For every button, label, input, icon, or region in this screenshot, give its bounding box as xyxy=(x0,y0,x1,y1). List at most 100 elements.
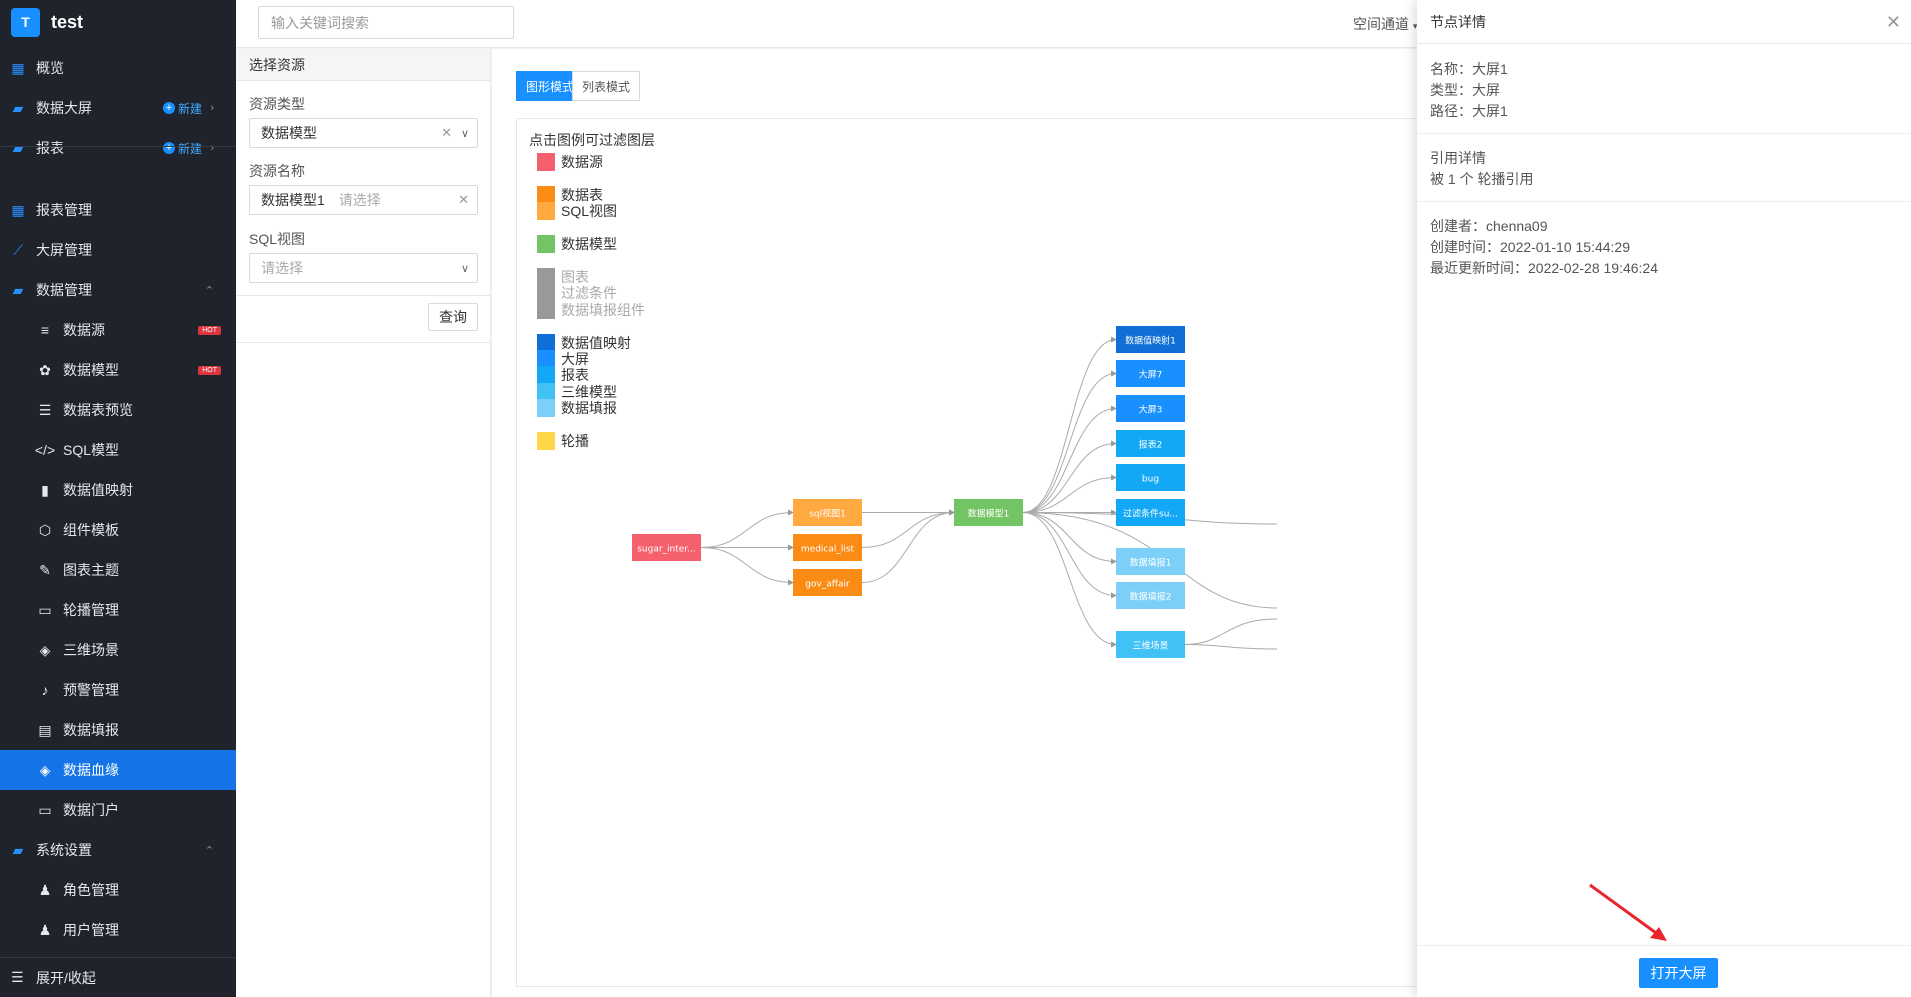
legend-label: 过滤条件 xyxy=(561,285,617,301)
lineage-node[interactable]: bug xyxy=(1116,464,1185,491)
legend-item[interactable]: 数据填报组件 xyxy=(537,301,645,319)
panel-divider xyxy=(236,342,491,343)
sidebar-item-13[interactable]: ▭轮播管理 xyxy=(0,590,236,630)
new-button[interactable]: +新建 xyxy=(162,140,202,157)
lineage-node[interactable]: 数据填报1 xyxy=(1116,548,1185,575)
lineage-node-label: medical_list xyxy=(801,545,855,555)
new-button[interactable]: +新建 xyxy=(162,100,202,117)
sidebar-item-19[interactable]: ▰系统设置⌃ xyxy=(0,830,236,870)
sidebar-item-15[interactable]: ♪预警管理 xyxy=(0,670,236,710)
sidebar-item-label: 数据模型 xyxy=(63,362,119,378)
legend-swatch xyxy=(537,284,555,302)
sidebar-item-label: 预警管理 xyxy=(63,682,119,698)
tab-list-mode[interactable]: 列表模式 xyxy=(572,71,641,101)
lineage-node[interactable]: 大屏3 xyxy=(1116,395,1185,422)
collapse-toggle[interactable]: ☰ 展开/收起 xyxy=(0,957,236,997)
users-icon: ♟ xyxy=(38,881,52,898)
legend-label: 数据填报组件 xyxy=(561,302,645,318)
annotation-arrow xyxy=(1589,883,1667,941)
legend-item[interactable]: SQL视图 xyxy=(537,202,617,220)
legend-title: 点击图例可过滤图层 xyxy=(529,132,655,148)
lineage-node-label: 数据模型1 xyxy=(968,508,1010,520)
sidebar-item-14[interactable]: ◈三维场景 xyxy=(0,630,236,670)
clear-icon[interactable]: ✕ xyxy=(458,192,469,207)
legend-item[interactable]: 数据源 xyxy=(537,153,603,171)
sidebar-item-0[interactable]: ▦概览 xyxy=(0,48,236,88)
sidebar-item-label: 报表管理 xyxy=(36,202,92,218)
sidebar-item-5[interactable]: ▰数据管理⌃ xyxy=(0,270,236,310)
lineage-node[interactable]: 报表2 xyxy=(1116,430,1185,457)
collapse-label: 展开/收起 xyxy=(36,969,96,986)
space-channel-dropdown[interactable]: 空间通道 ▾ xyxy=(1353,14,1417,34)
sidebar-item-11[interactable]: ⬡组件模板 xyxy=(0,510,236,550)
table-grid-icon: ▦ xyxy=(11,201,25,218)
lineage-node-box xyxy=(1116,582,1185,609)
sidebar-item-16[interactable]: ▤数据填报 xyxy=(0,710,236,750)
lineage-node[interactable]: 过滤条件su... xyxy=(1116,499,1185,526)
open-screen-button[interactable]: 打开大屏 xyxy=(1639,958,1718,988)
lineage-node[interactable]: sugar_inter... xyxy=(632,534,701,561)
clear-icon[interactable]: ✕ xyxy=(441,125,452,140)
line-chart-icon: ⟋ xyxy=(13,241,23,258)
sidebar-item-20[interactable]: ♟角色管理 xyxy=(0,870,236,910)
lineage-edge xyxy=(1022,336,1117,513)
legend-item[interactable]: 数据表 xyxy=(537,186,603,204)
lineage-node-label: 大屏3 xyxy=(1139,404,1163,416)
sidebar-item-9[interactable]: </>SQL模型 xyxy=(0,430,236,470)
dashboard-icon: ▦ xyxy=(11,59,25,76)
sidebar-item-17[interactable]: ◈数据血缘 xyxy=(0,750,236,790)
lineage-node[interactable]: sql视图1 xyxy=(793,499,862,526)
lineage-node-label: bug xyxy=(1142,475,1159,485)
legend-label: SQL视图 xyxy=(561,203,618,219)
legend-item[interactable]: 过滤条件 xyxy=(537,284,617,302)
resource-type-value: 数据模型 xyxy=(261,125,317,141)
lineage-canvas[interactable]: sugar_inter... sql视图1 medical_list gov_affa… xyxy=(517,119,1911,988)
resource-type-select[interactable]: 数据模型 ✕ ∨ xyxy=(249,118,478,148)
sidebar-item-2[interactable]: ▰报表+新建› xyxy=(0,128,236,168)
legend-item[interactable]: 报表 xyxy=(537,366,589,384)
legend-item[interactable]: 数据模型 xyxy=(537,235,617,253)
resource-name-tag: 数据模型1 xyxy=(261,192,325,208)
search-input[interactable] xyxy=(258,6,514,39)
lineage-node[interactable]: 数据模型1 xyxy=(954,499,1023,526)
lineage-node[interactable]: 三维场景 xyxy=(1116,631,1185,658)
lineage-node[interactable]: 数据值映射1 xyxy=(1116,326,1185,353)
legend-swatch xyxy=(537,432,555,450)
sidebar-item-label: 系统设置 xyxy=(36,842,92,858)
lineage-node-box xyxy=(1116,631,1185,658)
sidebar-item-12[interactable]: ✎图表主题 xyxy=(0,550,236,590)
sidebar-item-21[interactable]: ♟用户管理 xyxy=(0,910,236,950)
sidebar-item-1[interactable]: ▰数据大屏+新建› xyxy=(0,88,236,128)
close-icon[interactable]: ✕ xyxy=(1885,12,1901,32)
sql-view-select[interactable]: 请选择 ∨ xyxy=(249,253,478,283)
legend-swatch xyxy=(537,301,555,319)
legend-item[interactable]: 图表 xyxy=(537,268,589,286)
legend-item[interactable]: 大屏 xyxy=(537,350,589,368)
lineage-node-box xyxy=(1116,360,1185,387)
lineage-node-box xyxy=(1116,430,1185,457)
folder-icon: ▰ xyxy=(12,139,24,156)
lineage-node[interactable]: 数据填报2 xyxy=(1116,582,1185,609)
sidebar-item-3[interactable]: ▦ 报表管理 xyxy=(0,190,236,230)
lineage-node-label: 大屏7 xyxy=(1139,369,1163,381)
legend-item[interactable]: 数据填报 xyxy=(537,399,617,417)
sidebar-item-10[interactable]: ▮数据值映射 xyxy=(0,470,236,510)
chevron-down-icon: ∨ xyxy=(460,127,469,140)
query-button[interactable]: 查询 xyxy=(428,303,478,331)
lineage-node[interactable]: 大屏7 xyxy=(1116,360,1185,387)
legend-item[interactable]: 数据值映射 xyxy=(537,334,631,352)
legend-item[interactable]: 三维模型 xyxy=(537,383,617,401)
sidebar-item-18[interactable]: ▭数据门户 xyxy=(0,790,236,830)
brand[interactable]: T test xyxy=(0,0,236,44)
legend-item[interactable]: 轮播 xyxy=(537,432,589,450)
lineage-node[interactable]: gov_affair xyxy=(793,569,862,596)
lineage-node-box xyxy=(1116,548,1185,575)
sidebar-item-4[interactable]: ⟋大屏管理 xyxy=(0,230,236,270)
sidebar-item-8[interactable]: ☰数据表预览 xyxy=(0,390,236,430)
lineage-node[interactable]: medical_list xyxy=(793,534,862,561)
legend-label: 图表 xyxy=(561,269,589,285)
resource-name-select[interactable]: 数据模型1 请选择 ✕ xyxy=(249,185,478,215)
lineage-node-label: 报表2 xyxy=(1139,439,1163,451)
